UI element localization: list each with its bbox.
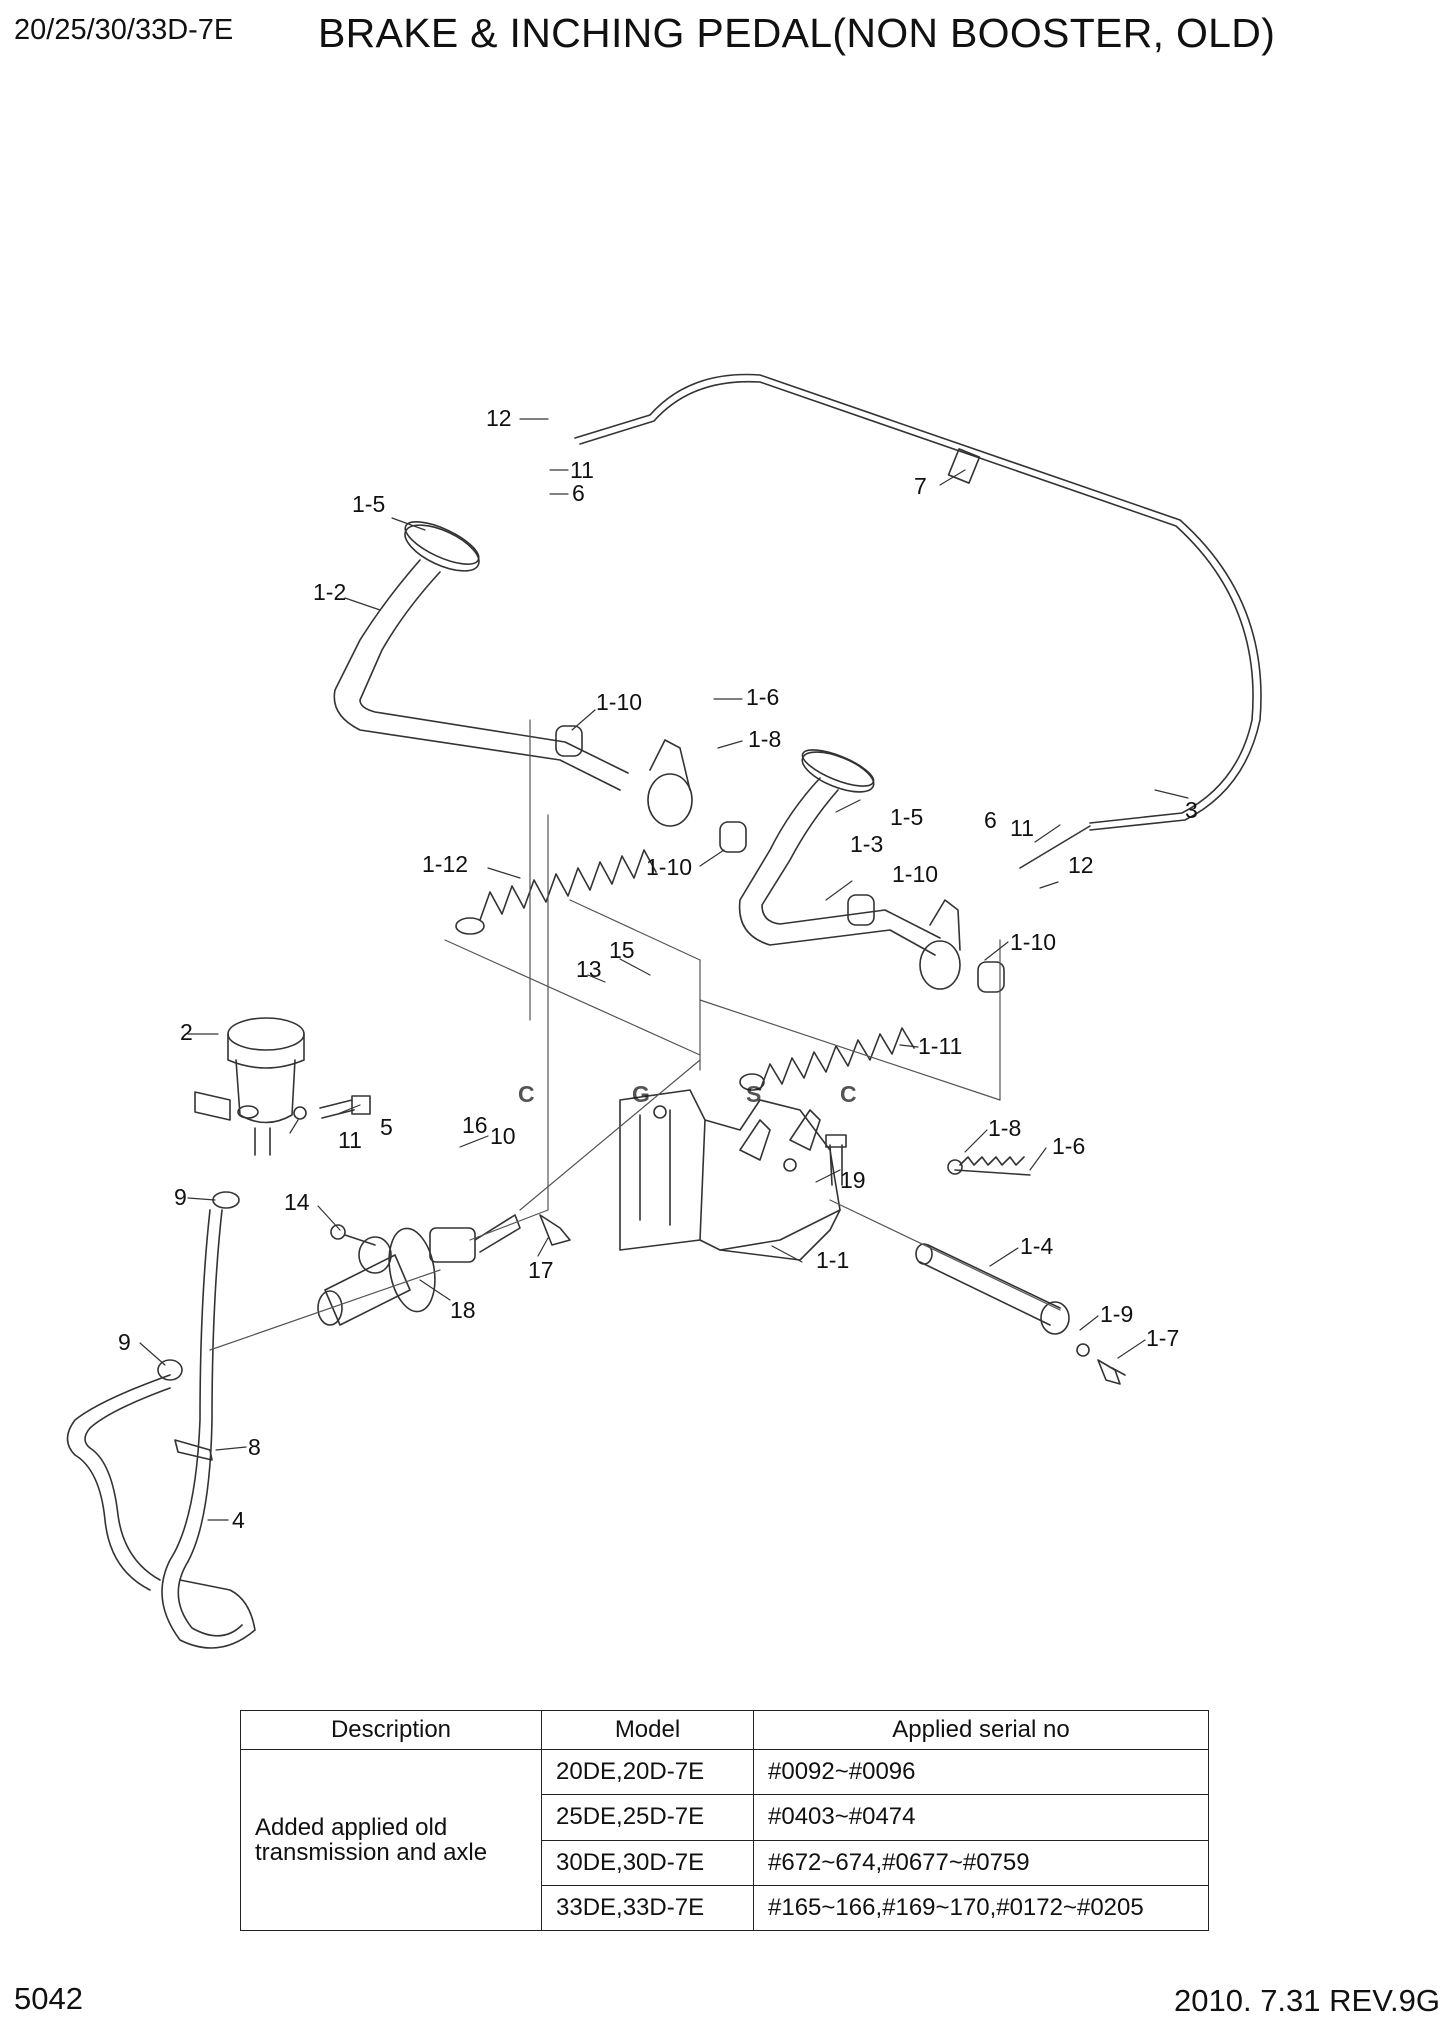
page-title: BRAKE & INCHING PEDAL(NON BOOSTER, OLD): [318, 10, 1276, 56]
pedal-shaft-bosses: [555, 725, 1005, 993]
revision-date: 2010. 7.31 REV.9G: [1174, 1983, 1440, 2018]
assembly-guide-lines: [209, 719, 1061, 1351]
callout-1-5: 1-5: [352, 491, 385, 517]
callout-1-8: 1-8: [748, 726, 781, 752]
watermark-logo: C G S C: [518, 1081, 857, 1107]
pedal-shaft-rod: [825, 1134, 1126, 1385]
model-cell: 25DE,25D-7E: [541, 1794, 754, 1841]
brake-cable: [574, 373, 1262, 869]
model-range: 20/25/30/33D-7E: [14, 14, 234, 46]
callout-leader-lines: [139, 418, 1189, 1521]
callout-13: 13: [576, 956, 602, 982]
callout-9: 9: [174, 1184, 187, 1210]
callout-1-10-b: 1-10: [892, 861, 938, 887]
callout-1-8-b: 1-8: [988, 1115, 1021, 1141]
description-cell: Added applied old transmission and axle: [240, 1749, 542, 1931]
pedal-bracket: [619, 1089, 841, 1261]
callout-1-9: 1-9: [1100, 1301, 1133, 1327]
table-row: 25DE,25D-7E #0403~#0474: [241, 1794, 1209, 1841]
callout-7: 7: [914, 473, 927, 499]
callout-1-6: 1-6: [746, 684, 779, 710]
callout-1-12: 1-12: [422, 851, 468, 877]
callout-3: 3: [1185, 797, 1198, 823]
callout-8: 8: [248, 1434, 261, 1460]
callout-1-10: 1-10: [596, 689, 642, 715]
callout-1-11: 1-11: [918, 1033, 962, 1059]
table-header-row: Description Model Applied serial no: [240, 1709, 1209, 1751]
col-model: Model: [541, 1709, 754, 1751]
callout-17: 17: [528, 1257, 554, 1283]
model-cell: 20DE,20D-7E: [541, 1749, 754, 1796]
callout-labels: 12 11 6 7 1-5 1-2 1-10 1-6 1-8 1-5 3 6 1…: [118, 405, 1198, 1533]
page-number: 5042: [14, 1981, 83, 2016]
hydraulic-hose: [66, 1191, 256, 1649]
serial-cell: #672~674,#0677~#0759: [753, 1839, 1209, 1886]
callout-11-c: 11: [338, 1127, 362, 1153]
callout-1-3: 1-3: [850, 831, 883, 857]
table-row: Added applied old transmission and axle …: [240, 1749, 1209, 1931]
callout-6: 6: [572, 480, 585, 506]
callout-1-2: 1-2: [313, 579, 346, 605]
watermark-letter-s: S: [746, 1081, 761, 1107]
return-springs: [455, 849, 915, 1091]
callout-5: 5: [380, 1114, 393, 1140]
serial-cell: #0403~#0474: [753, 1794, 1209, 1841]
callout-1-5-b: 1-5: [890, 804, 923, 830]
serial-cell: #165~166,#169~170,#0172~#0205: [753, 1884, 1209, 1932]
serial-cell: #0092~#0096: [753, 1749, 1209, 1796]
callout-12-b: 12: [1068, 852, 1094, 878]
callout-2: 2: [180, 1019, 193, 1045]
col-serial: Applied serial no: [753, 1709, 1209, 1751]
callout-1-7: 1-7: [1146, 1325, 1179, 1351]
callout-6-b: 6: [984, 807, 997, 833]
callout-1-10-d: 1-10: [1010, 929, 1056, 955]
description-line-1: Added applied old: [255, 1814, 448, 1842]
model-cell: 33DE,33D-7E: [541, 1884, 754, 1932]
col-description: Description: [240, 1709, 542, 1751]
callout-11: 11: [570, 457, 594, 483]
callout-15: 15: [609, 937, 635, 963]
callout-10: 10: [490, 1123, 516, 1149]
callout-1-4: 1-4: [1020, 1233, 1053, 1259]
table-row: 33DE,33D-7E #165~166,#169~170,#0172~#020…: [241, 1884, 1209, 1932]
callout-16: 16: [462, 1112, 488, 1138]
applied-serial-table: Description Model Applied serial no Adde…: [240, 1709, 1209, 1932]
description-line-2: transmission and axle: [255, 1839, 488, 1867]
callout-4: 4: [232, 1507, 245, 1533]
watermark-letter-c2: C: [840, 1081, 857, 1107]
callout-11-b: 11: [1010, 815, 1034, 841]
callout-18: 18: [450, 1297, 476, 1323]
watermark-letter-g: G: [632, 1081, 650, 1107]
callout-12: 12: [486, 405, 512, 431]
inching-pedal-arm: [738, 749, 941, 956]
fluid-reservoir: [194, 1017, 371, 1156]
callout-1-10-c: 1-10: [646, 854, 692, 880]
watermark-letter-c1: C: [518, 1081, 535, 1107]
callout-14: 14: [284, 1189, 310, 1215]
brake-pedal-arm: [333, 521, 629, 791]
model-cell: 30DE,30D-7E: [541, 1839, 754, 1886]
callout-1-1: 1-1: [816, 1247, 849, 1273]
callout-1-6-b: 1-6: [1052, 1133, 1085, 1159]
callout-19: 19: [840, 1167, 866, 1193]
callout-9-b: 9: [118, 1329, 131, 1355]
